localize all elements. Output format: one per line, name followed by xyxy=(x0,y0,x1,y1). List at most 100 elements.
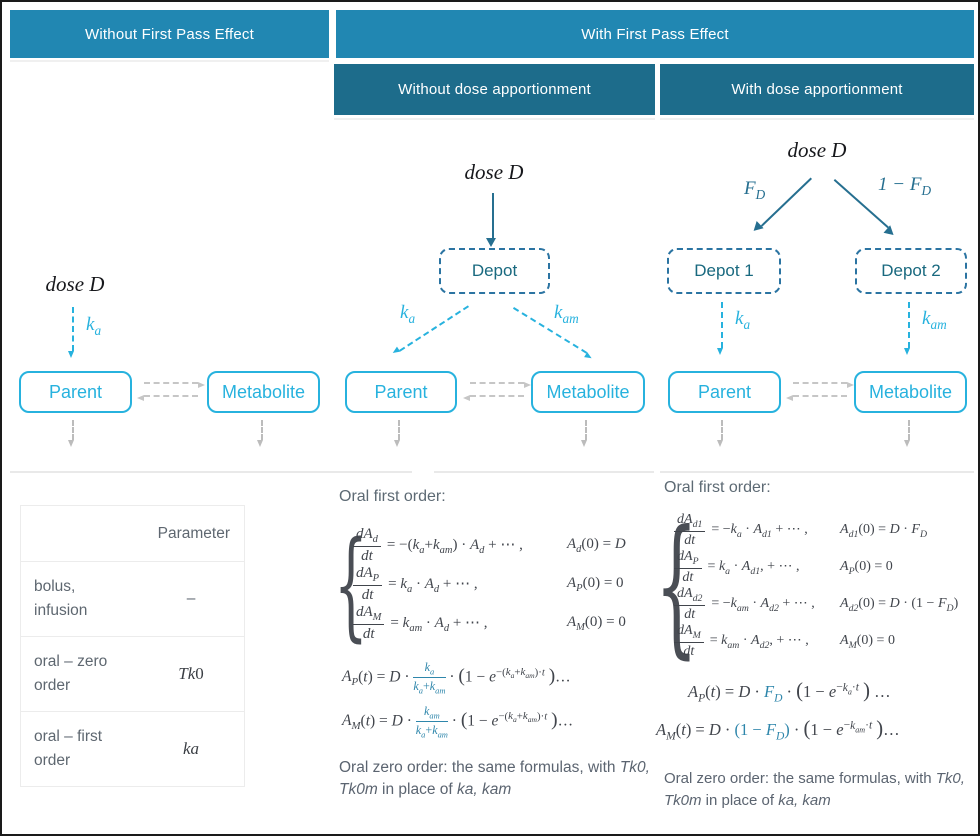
parameter-value: ka xyxy=(182,739,200,758)
ka-label: ka xyxy=(735,308,751,332)
ode-rhs: = ka · Ad + ⋯ , xyxy=(388,576,478,595)
dose-label: dose D xyxy=(464,160,524,184)
depot2-label: Depot 2 xyxy=(881,261,941,280)
arrowhead-icon xyxy=(717,440,724,447)
metabolite-label: Metabolite xyxy=(221,381,306,402)
initial-condition: AP(0) = 0 xyxy=(567,575,624,594)
metabolite-elimination-arrow xyxy=(581,420,588,447)
metabolite-compartment-box: Metabolite xyxy=(207,371,320,413)
dose-label: dose D xyxy=(787,138,847,162)
initial-condition: Ad(0) = D xyxy=(567,536,626,555)
metabolite-compartment-box: Metabolite xyxy=(854,371,967,413)
metabolite-solution-formula: AM(t) = D · (1 − FD) · (1 − e−kam·t )… xyxy=(656,718,900,743)
transfer-arrow-left xyxy=(463,394,524,401)
kam-absorption-arrow xyxy=(904,302,911,355)
header-without-dose-apportionment: Without dose apportionment xyxy=(334,64,655,115)
divider xyxy=(10,60,329,62)
depot1-compartment-box: Depot 1 xyxy=(667,248,781,294)
arrowhead-icon xyxy=(717,348,724,355)
parent-label: Parent xyxy=(374,381,428,402)
arrowhead-icon xyxy=(486,238,496,247)
arrowhead-icon xyxy=(786,394,793,401)
parent-elimination-arrow xyxy=(68,420,75,447)
header-with-first-pass: With First Pass Effect xyxy=(336,10,974,58)
brace-icon: { xyxy=(655,499,698,673)
depot-label: Depot xyxy=(471,261,518,280)
oral-first-order-heading: Oral first order: xyxy=(664,479,771,496)
transfer-arrow-left xyxy=(786,394,847,401)
arrowhead-icon xyxy=(883,225,897,239)
initial-condition: AM(0) = 0 xyxy=(840,632,895,651)
zero-order-note: Oral zero order: the same formulas, with… xyxy=(664,770,965,809)
metabolite-label: Metabolite xyxy=(546,381,630,402)
header-without-dose-apportionment-label: Without dose apportionment xyxy=(398,81,591,98)
depot1-label: Depot 1 xyxy=(694,261,754,280)
parent-compartment-box: Parent xyxy=(345,371,457,413)
section-divider xyxy=(434,471,654,473)
parent-elimination-arrow xyxy=(394,420,401,447)
ka-absorption-arrow xyxy=(717,302,724,355)
initial-condition: AM(0) = 0 xyxy=(567,614,626,633)
header-with-dose-apportionment-label: With dose apportionment xyxy=(731,81,903,98)
depot-compartment-box: Depot xyxy=(439,248,550,294)
ode-rhs: = −kam · Ad2 + ⋯ , xyxy=(711,596,815,614)
admin-type-label: bolus,infusion xyxy=(34,577,88,619)
transfer-arrow-right xyxy=(793,381,854,388)
initial-condition: Ad1(0) = D · FD xyxy=(840,521,928,540)
arrowhead-icon xyxy=(904,440,911,447)
dose-to-depot-arrow xyxy=(486,193,496,247)
arrowhead-icon xyxy=(904,348,911,355)
divider xyxy=(660,118,974,120)
table-header-parameter: Parameter xyxy=(157,524,230,542)
dose-to-depot1-arrow xyxy=(750,177,812,235)
arrowhead-icon xyxy=(750,220,764,235)
section-divider xyxy=(660,471,974,473)
table-row: bolus,infusion – xyxy=(21,561,244,636)
metabolite-compartment-box: Metabolite xyxy=(531,371,645,413)
kam-label: kam xyxy=(922,308,947,332)
arrowhead-icon xyxy=(394,440,401,447)
parent-compartment-box: Parent xyxy=(19,371,132,413)
ode-rhs: = −ka · Ad1 + ⋯ , xyxy=(711,522,808,540)
arrowhead-icon xyxy=(68,351,75,358)
arrowhead-icon xyxy=(68,440,75,447)
transfer-arrow-right xyxy=(470,381,531,388)
parent-elimination-arrow xyxy=(717,420,724,447)
table-header-row: Parameter xyxy=(21,506,244,561)
arrowhead-icon xyxy=(137,394,144,401)
zero-order-note: Oral zero order: the same formulas, with… xyxy=(339,759,650,799)
arrowhead-icon xyxy=(581,440,588,447)
parameter-value: Tk0 xyxy=(178,664,204,683)
header-without-first-pass-label: Without First Pass Effect xyxy=(85,25,254,43)
arrowhead-icon xyxy=(463,394,470,401)
header-without-first-pass: Without First Pass Effect xyxy=(10,10,329,58)
parent-compartment-box: Parent xyxy=(668,371,781,413)
depot2-compartment-box: Depot 2 xyxy=(855,248,967,294)
arrowhead-icon xyxy=(524,381,531,388)
arrowhead-icon xyxy=(847,381,854,388)
metabolite-label: Metabolite xyxy=(868,381,953,402)
brace-icon: { xyxy=(334,515,368,653)
arrowhead-icon xyxy=(584,351,594,361)
parameter-value: – xyxy=(186,590,196,607)
parent-solution-formula: AP(t) = D · FD · (1 − e−ka·t ) … xyxy=(688,680,891,705)
initial-condition: Ad2(0) = D · (1 − FD) xyxy=(840,595,959,614)
